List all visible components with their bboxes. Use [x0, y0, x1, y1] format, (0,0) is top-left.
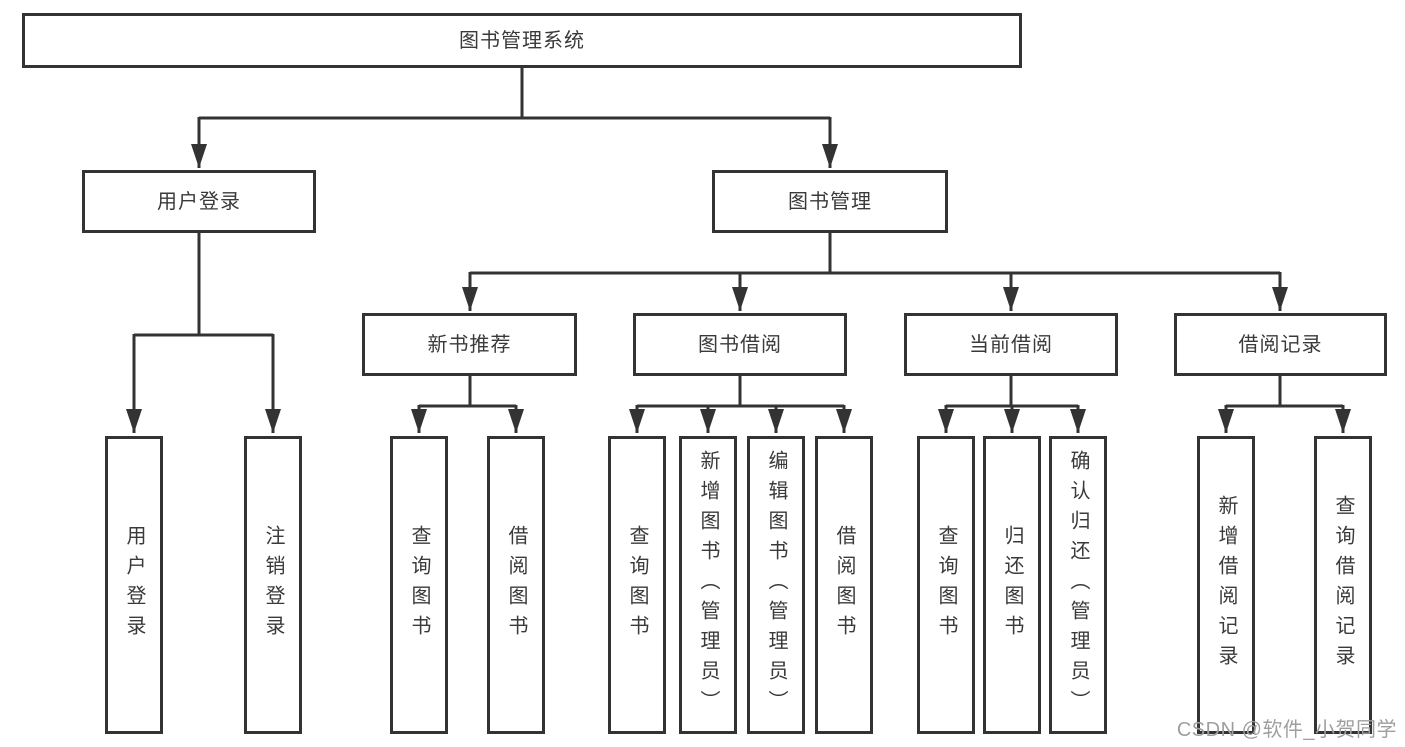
leaf-user-login: 用户登录: [105, 436, 163, 734]
node-user-login: 用户登录: [82, 170, 316, 233]
node-borrowing-records: 借阅记录: [1174, 313, 1387, 376]
node-new-book-recommend: 新书推荐: [362, 313, 577, 376]
leaf-add-borrow-record: 新增借阅记录: [1197, 436, 1255, 734]
node-book-management: 图书管理: [712, 170, 948, 233]
leaf-query-books-borrowing: 查询图书: [608, 436, 666, 734]
leaf-return-books: 归还图书: [983, 436, 1041, 734]
leaf-add-books-admin: 新增图书（管理员）: [679, 436, 737, 734]
leaf-query-borrow-record: 查询借阅记录: [1314, 436, 1372, 734]
leaf-edit-books-admin: 编辑图书（管理员）: [747, 436, 805, 734]
leaf-borrow-books-recommend: 借阅图书: [487, 436, 545, 734]
node-root-system: 图书管理系统: [22, 13, 1022, 68]
leaf-query-books-recommend: 查询图书: [390, 436, 448, 734]
node-book-borrowing: 图书借阅: [633, 313, 847, 376]
node-current-borrowing: 当前借阅: [904, 313, 1118, 376]
leaf-confirm-return-admin: 确认归还（管理员）: [1049, 436, 1107, 734]
csdn-watermark: CSDN @软件_小贺同学: [1176, 719, 1397, 741]
leaf-query-books-current: 查询图书: [917, 436, 975, 734]
leaf-logout: 注销登录: [244, 436, 302, 734]
leaf-borrow-books: 借阅图书: [815, 436, 873, 734]
